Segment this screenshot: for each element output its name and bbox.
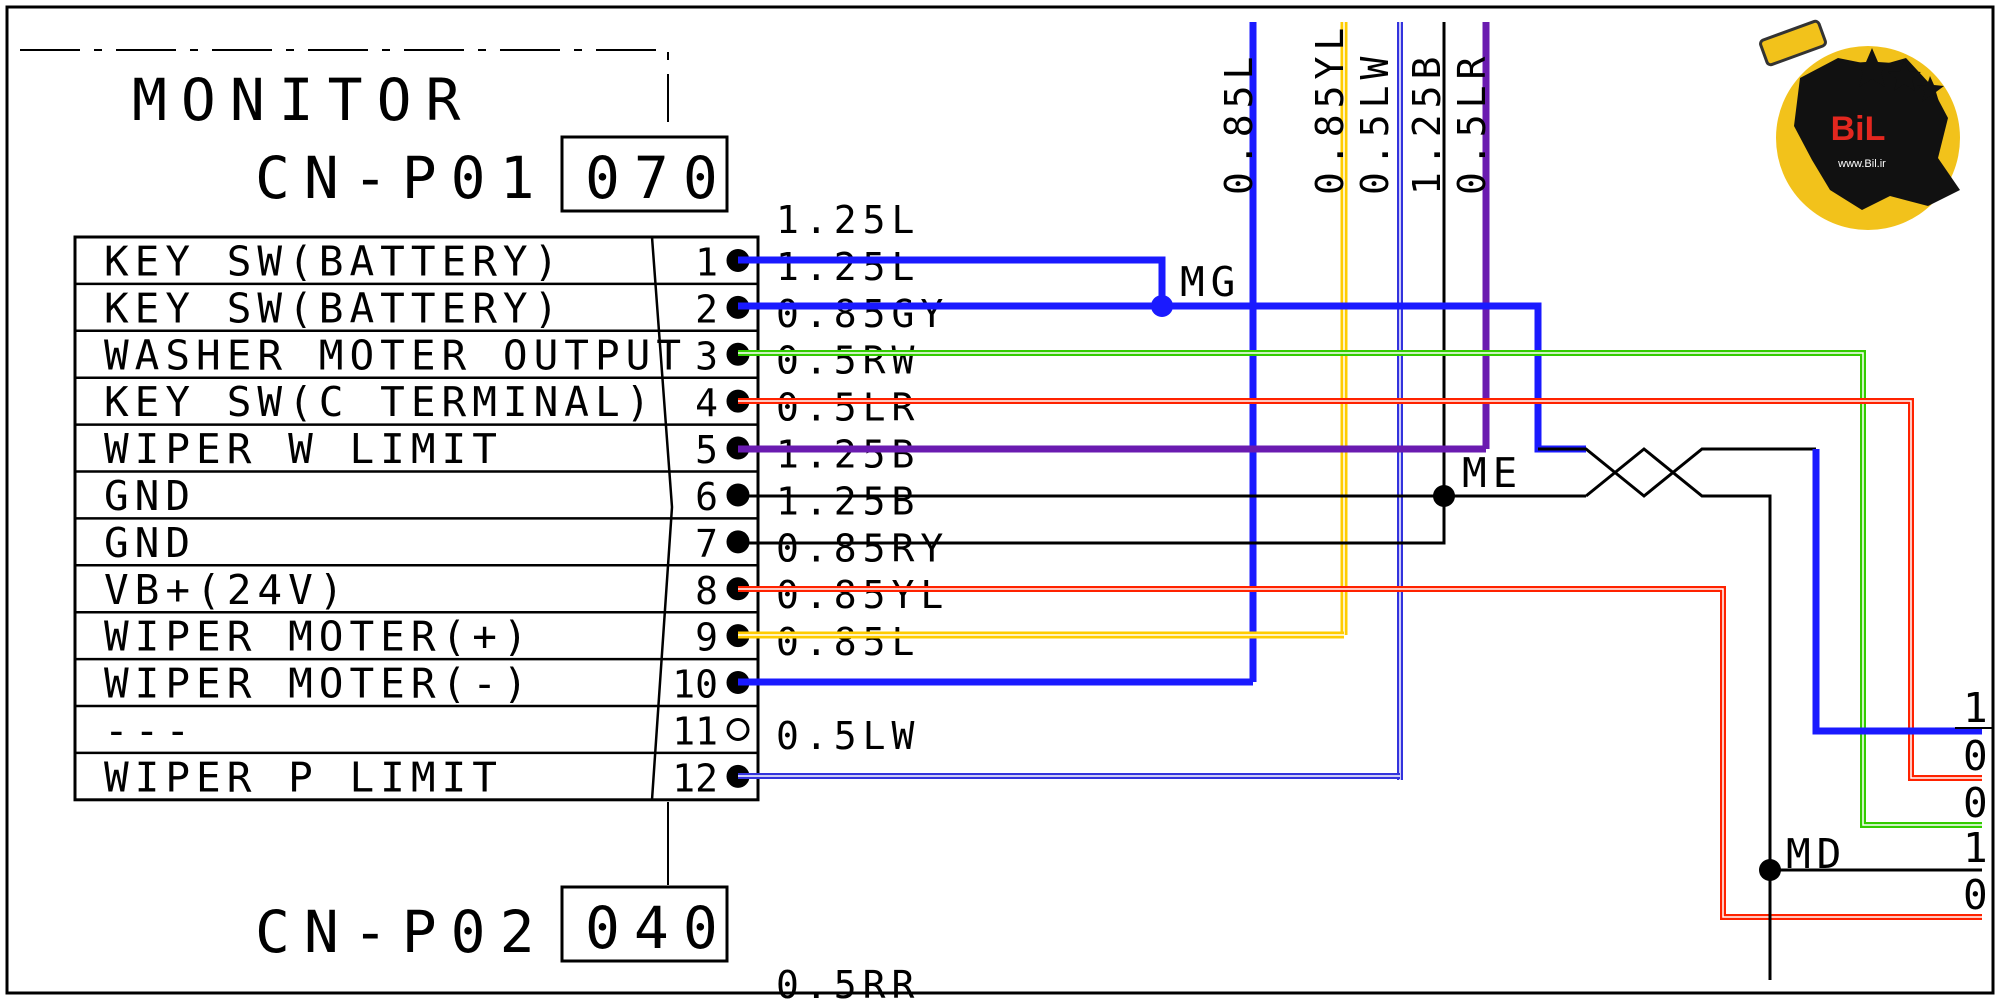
pin-number: 12 — [672, 756, 718, 800]
pin-terminal-empty — [726, 717, 750, 741]
junction-mg-label: MG — [1180, 258, 1241, 306]
pin-label: KEY SW(BATTERY) — [104, 284, 564, 332]
right-edge-label-5: 0 — [1963, 871, 1994, 919]
pin-label: GND — [104, 519, 196, 567]
wire-pin-8-core — [738, 588, 1982, 918]
right-edge-label-4: 1 — [1963, 824, 1994, 872]
vertical-label-2: 0.85YL — [1308, 22, 1352, 195]
pin-number: 4 — [695, 381, 718, 425]
junction-md — [1759, 859, 1781, 881]
pin-wire-label: 1.25B — [776, 433, 920, 477]
pin-wire-label: 0.85YL — [776, 573, 949, 617]
logo-text: BiL — [1831, 110, 1886, 148]
diagram-frame — [5, 5, 1995, 995]
pin-label: GND — [104, 472, 196, 520]
connector-bottom-name: CN-P02 — [255, 898, 549, 966]
wire-blue-right — [1812, 449, 1982, 735]
pin-wire-label: 1.25B — [776, 479, 920, 523]
connector-top-name: CN-P01 — [255, 144, 549, 212]
vertical-wire-labels: 0.85L 0.85YL 0.5LW 1.25B 0.5LR — [1217, 22, 1494, 195]
pin-label: WIPER MOTER(+) — [104, 613, 534, 661]
right-edge-labels: 1 0 0 1 0 — [1955, 684, 1994, 919]
wire-pin-1 — [738, 256, 1166, 306]
connector-top-code-box — [560, 135, 729, 213]
pin-number: 10 — [672, 663, 718, 707]
pin-wire-label: 0.85RY — [776, 526, 949, 570]
vertical-label-3: 0.5LW — [1353, 51, 1397, 195]
wire-pin-4-core — [738, 400, 1982, 779]
vertical-label-5: 0.5LR — [1450, 51, 1494, 195]
pin-label: WASHER MOTER OUTPUT — [104, 331, 687, 379]
logo-star-1 — [1851, 48, 1893, 87]
pin-number: 5 — [695, 428, 718, 472]
pin-label: --- — [104, 706, 196, 754]
pin-number: 11 — [672, 709, 718, 753]
pin-wire-label: 0.5RW — [776, 339, 920, 383]
pin-wire-label: 0.5LW — [776, 714, 920, 758]
pin-number: 9 — [695, 616, 718, 660]
wire-pin-7 — [738, 496, 1446, 545]
pin-wire-label: 0.85GY — [776, 292, 949, 336]
bil-logo: BiL www.Bil.ir — [1759, 19, 1960, 230]
logo-star-3 — [1917, 76, 1944, 102]
logo-excavator-arm — [1759, 19, 1827, 67]
right-edge-label-3: 0 — [1963, 779, 1994, 827]
pin-number: 1 — [695, 240, 718, 284]
pin-number: 7 — [695, 522, 718, 566]
junction-md-label: MD — [1786, 830, 1847, 878]
pin-wire-label: 1.25L — [776, 198, 920, 242]
pin-number: 3 — [695, 334, 718, 378]
vertical-label-4: 1.25B — [1405, 51, 1449, 195]
right-edge-label-1: 1 — [1963, 684, 1994, 732]
pin-label: KEY SW(BATTERY) — [104, 237, 564, 285]
junction-me — [1433, 485, 1455, 507]
pin-wire-label: 1.25L — [776, 245, 920, 289]
wire-pin-3-core — [738, 352, 1982, 826]
pin-number: 6 — [695, 475, 718, 519]
pin-number: 8 — [695, 569, 718, 613]
pin-wires — [738, 256, 1982, 920]
logo-map-silhouette — [1794, 58, 1960, 210]
pin-label: WIPER MOTER(-) — [104, 660, 534, 708]
wire-crossover — [1538, 447, 1982, 980]
bottom-partial-label: 0.5RR — [776, 963, 920, 1000]
pin-label: WIPER W LIMIT — [104, 425, 503, 473]
logo-star-2 — [1888, 60, 1921, 91]
pin-wire-label: 0.85L — [776, 620, 920, 664]
pin-number: 2 — [695, 287, 718, 331]
pin-label: KEY SW(C TERMINAL) — [104, 378, 656, 426]
crossover-path-b — [1585, 447, 1772, 980]
logo-url: www.Bil.ir — [1837, 158, 1886, 170]
junction-me-label: ME — [1462, 449, 1523, 497]
pin-table: KEY SW(BATTERY) 1 1.25L KEY SW(BATTERY) 2 1.2… — [73, 198, 949, 801]
pin-wire-label: 0.5LR — [776, 386, 920, 430]
junction-mg — [1151, 295, 1173, 317]
monitor-boundary — [20, 49, 669, 122]
connector-bottom-code-box — [560, 885, 729, 963]
crossover-path-a — [1538, 447, 1816, 498]
right-edge-label-2: 0 — [1963, 732, 1994, 780]
connector-bottom-code: 040 — [585, 894, 732, 962]
pin-table-column-divider — [650, 236, 674, 800]
pin-label: VB+(24V) — [104, 566, 349, 614]
pin-label: WIPER P LIMIT — [104, 753, 503, 801]
connector-top-code: 070 — [585, 144, 732, 212]
vertical-label-1: 0.85L — [1217, 51, 1261, 195]
monitor-title: MONITOR — [132, 66, 474, 134]
